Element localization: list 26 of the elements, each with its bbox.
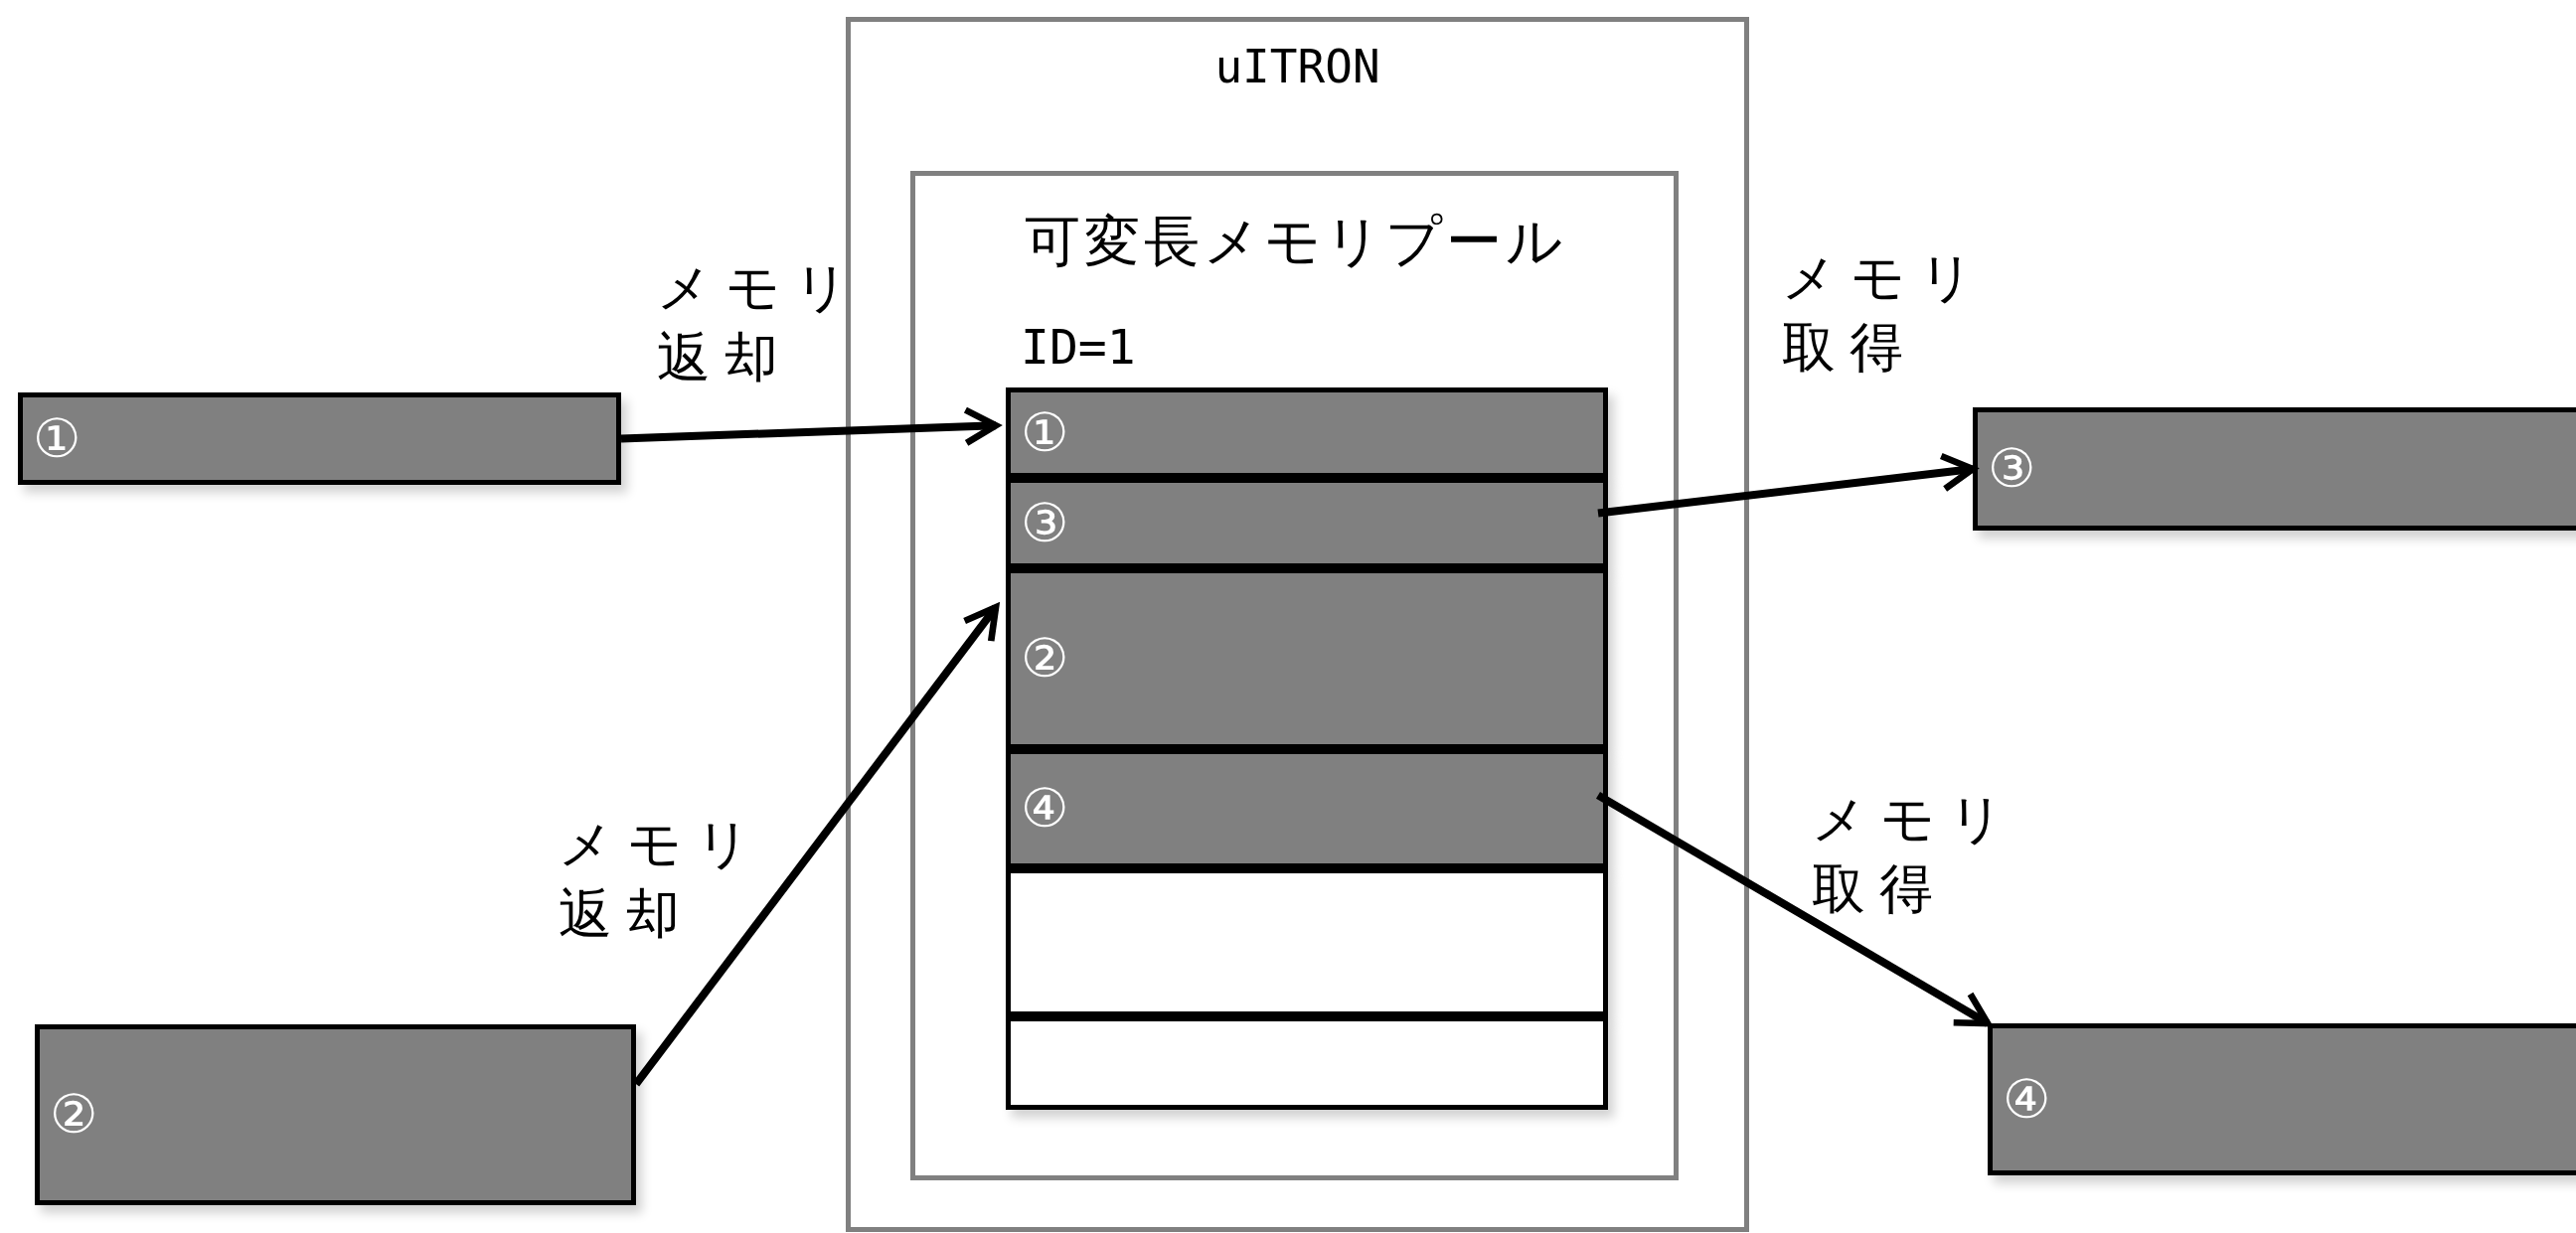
block-number: ① — [1021, 405, 1069, 460]
system-frame — [846, 17, 1749, 1232]
block-number: ① — [33, 411, 81, 466]
block-number: ③ — [1988, 442, 2036, 496]
block-number: ④ — [1021, 782, 1069, 836]
memory-block — [35, 1024, 636, 1205]
frame-title: uITRON — [1213, 44, 1381, 89]
memory-block — [1006, 1016, 1608, 1110]
memory-block — [1988, 1023, 2576, 1175]
edge-label: メモリ返却 — [657, 255, 864, 391]
memory-block — [1973, 407, 2576, 531]
memory-block — [1006, 387, 1608, 478]
edge-label: メモリ返却 — [559, 812, 765, 948]
edge-label: メモリ取得 — [1782, 245, 1989, 382]
pool-id: ID=1 — [1021, 323, 1136, 371]
memory-pool-frame — [910, 171, 1679, 1180]
arrow — [1595, 791, 1992, 1027]
edge-label: メモリ取得 — [1812, 787, 2018, 923]
memory-block — [18, 392, 621, 485]
pool-title: 可変長メモリプール — [1025, 214, 1566, 269]
block-number: ④ — [2003, 1072, 2051, 1127]
arrow — [1597, 452, 1977, 518]
arrow — [620, 406, 1000, 447]
block-number: ② — [1021, 632, 1069, 686]
block-number: ③ — [1021, 496, 1069, 550]
block-number: ② — [50, 1088, 98, 1142]
